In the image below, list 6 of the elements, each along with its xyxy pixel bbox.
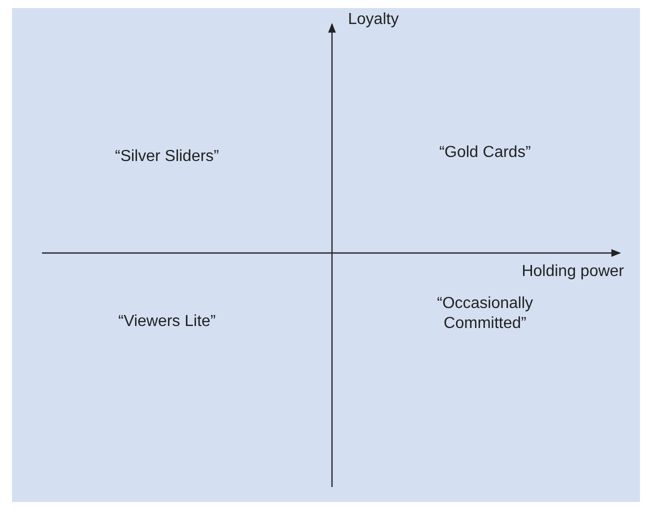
- axis-label: Holding power: [522, 263, 624, 280]
- axis-label: Loyalty: [348, 11, 399, 28]
- quadrant-label: “Silver Sliders”: [114, 148, 219, 165]
- quadrant-label: “Gold Cards”: [439, 144, 531, 161]
- quadrant-label: “Viewers Lite”: [118, 313, 216, 330]
- quadrant-label: “Occasionally Committed”: [436, 295, 534, 332]
